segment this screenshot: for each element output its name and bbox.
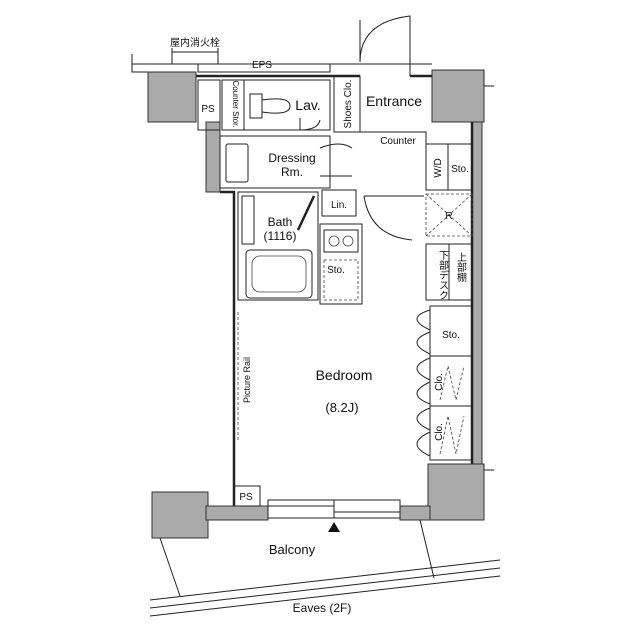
eps-label: EPS bbox=[252, 60, 272, 71]
stove-icon bbox=[323, 229, 359, 253]
entrance-label: Entrance bbox=[366, 93, 422, 109]
refrigerator-label: R bbox=[445, 211, 452, 222]
kitchen-sto-label: Sto. bbox=[327, 265, 345, 276]
closet-rail-2 bbox=[439, 415, 465, 455]
linen-box bbox=[321, 189, 357, 217]
dressing-label-line2: Rm. bbox=[281, 165, 303, 179]
outer-top-line bbox=[131, 54, 432, 73]
closet-doors bbox=[416, 309, 431, 457]
bath-label-line2: (1116) bbox=[264, 229, 297, 243]
ps-top-label: PS bbox=[201, 104, 215, 115]
hydrant-box bbox=[171, 48, 219, 64]
kitchen-counter bbox=[319, 223, 363, 305]
wall-bottom-right bbox=[399, 505, 431, 521]
hall-door bbox=[363, 195, 424, 241]
dressing-room bbox=[219, 135, 331, 189]
counter-stor-label: Counter Stor. bbox=[231, 80, 240, 127]
lav-door bbox=[299, 118, 321, 131]
eaves-label: Eaves (2F) bbox=[293, 601, 352, 615]
shelf-label: 上部棚 bbox=[455, 252, 467, 283]
wd-label: W/D bbox=[433, 158, 444, 177]
lav-room bbox=[243, 79, 331, 131]
entrance-arrow-icon bbox=[328, 522, 340, 532]
storage-box-1 bbox=[447, 143, 473, 191]
lin-label: Lin. bbox=[331, 200, 347, 211]
bath-room bbox=[237, 191, 319, 301]
dressing-label-line1: Dressing bbox=[268, 151, 315, 165]
balcony-window bbox=[267, 499, 401, 519]
bath-wash-area bbox=[241, 195, 255, 245]
balcony-label: Balcony bbox=[269, 542, 316, 557]
dressing-door bbox=[319, 143, 353, 177]
entrance-threshold bbox=[359, 76, 410, 133]
wall-left-upper bbox=[205, 121, 221, 193]
bathtub-inner bbox=[251, 255, 307, 293]
pillar-bottom-left bbox=[151, 491, 209, 539]
pillar-bottom-right bbox=[427, 463, 485, 521]
balcony-rail bbox=[149, 559, 501, 609]
counter-label: Counter bbox=[380, 136, 416, 147]
hydrant-label: 屋内消火栓 bbox=[170, 36, 220, 49]
balcony-edge bbox=[159, 519, 435, 597]
bath-door bbox=[296, 195, 316, 231]
entrance-door bbox=[359, 15, 411, 76]
closet-rail-1 bbox=[439, 365, 465, 401]
bedroom-label: Bedroom bbox=[316, 367, 373, 383]
picture-rail-label: Picture Rail bbox=[242, 357, 252, 403]
bedroom-size-label: (8.2J) bbox=[325, 400, 358, 415]
ps-bottom-label: PS bbox=[239, 492, 253, 503]
toilet-icon bbox=[249, 93, 291, 119]
clo-label-2: Clo. bbox=[434, 423, 445, 441]
wall-bottom-left bbox=[205, 505, 269, 521]
bath-label-line1: Bath bbox=[268, 215, 293, 229]
pillar-top-right bbox=[431, 69, 485, 123]
shoes-clo-label: Shoes Clo. bbox=[343, 80, 354, 129]
desk-label: 下部デスク bbox=[437, 250, 449, 300]
pillar-top-left bbox=[147, 71, 197, 123]
eps-box bbox=[197, 64, 331, 73]
refrigerator-box bbox=[425, 193, 473, 237]
closet-2 bbox=[429, 405, 473, 461]
kitchen-storage bbox=[323, 259, 359, 301]
washbasin bbox=[225, 143, 249, 183]
clo-label-1: Clo. bbox=[434, 373, 445, 391]
eaves-line bbox=[149, 575, 501, 617]
wall-right bbox=[471, 121, 483, 465]
lav-label: Lav. bbox=[295, 97, 320, 113]
outer-right-line bbox=[483, 70, 494, 471]
sto-label-1: Sto. bbox=[451, 164, 469, 175]
sto-label-2: Sto. bbox=[442, 330, 460, 341]
ps-top-box bbox=[197, 79, 221, 131]
unit-left-wall bbox=[220, 190, 236, 506]
bathtub bbox=[245, 249, 313, 299]
ps-bottom-box bbox=[233, 485, 261, 507]
counter-line bbox=[410, 131, 427, 148]
